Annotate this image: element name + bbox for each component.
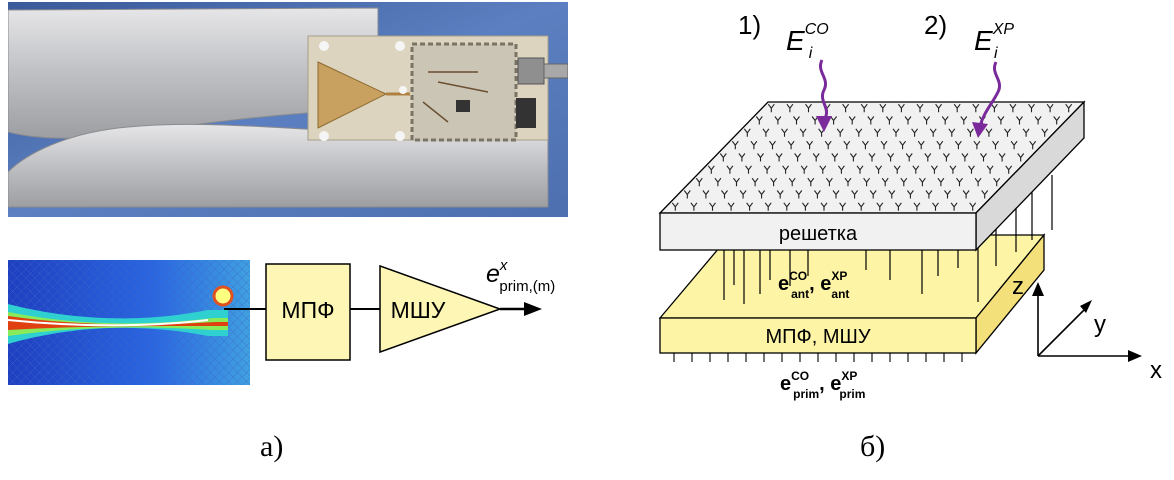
z-axis-arrow: [1032, 282, 1044, 296]
output-ticks: [673, 353, 963, 362]
incident-wave-arrow-2: [978, 61, 1001, 127]
field-simulation-plot: [8, 260, 250, 385]
incident-wave-arrow-1: [819, 59, 829, 121]
incident-arrow-head-1: [816, 116, 832, 132]
output-arrow: [524, 302, 542, 316]
antenna-photo: [8, 2, 568, 217]
axis-x-label: x: [1150, 357, 1162, 384]
label-case-1: 1): [738, 10, 761, 40]
array-slab-front: [659, 212, 977, 251]
incident-arrow-head-2: [972, 122, 988, 138]
y-axis-arrow: [1080, 300, 1092, 313]
label-case-2: 2): [924, 10, 947, 40]
caption-b: б): [860, 430, 886, 463]
slot-line: [8, 319, 209, 327]
amplifier-triangle: [379, 264, 503, 354]
electronics-label: МПФ, МШУ: [765, 326, 870, 348]
x-axis-arrow: [1128, 350, 1142, 362]
array-3d-diagram: МПФ, МШУ решетка: [658, 10, 1162, 401]
axis-y-label: y: [1094, 311, 1106, 338]
filter-block: [265, 263, 351, 361]
array-label: решетка: [779, 223, 858, 245]
feed-lines: [723, 175, 1053, 304]
axis-z-label: z: [1012, 273, 1024, 300]
amplifier-label: МШУ: [391, 297, 446, 323]
caption-a: а): [260, 430, 284, 463]
filter-label: МПФ: [281, 297, 334, 323]
coordinate-axes: [1037, 290, 1134, 357]
